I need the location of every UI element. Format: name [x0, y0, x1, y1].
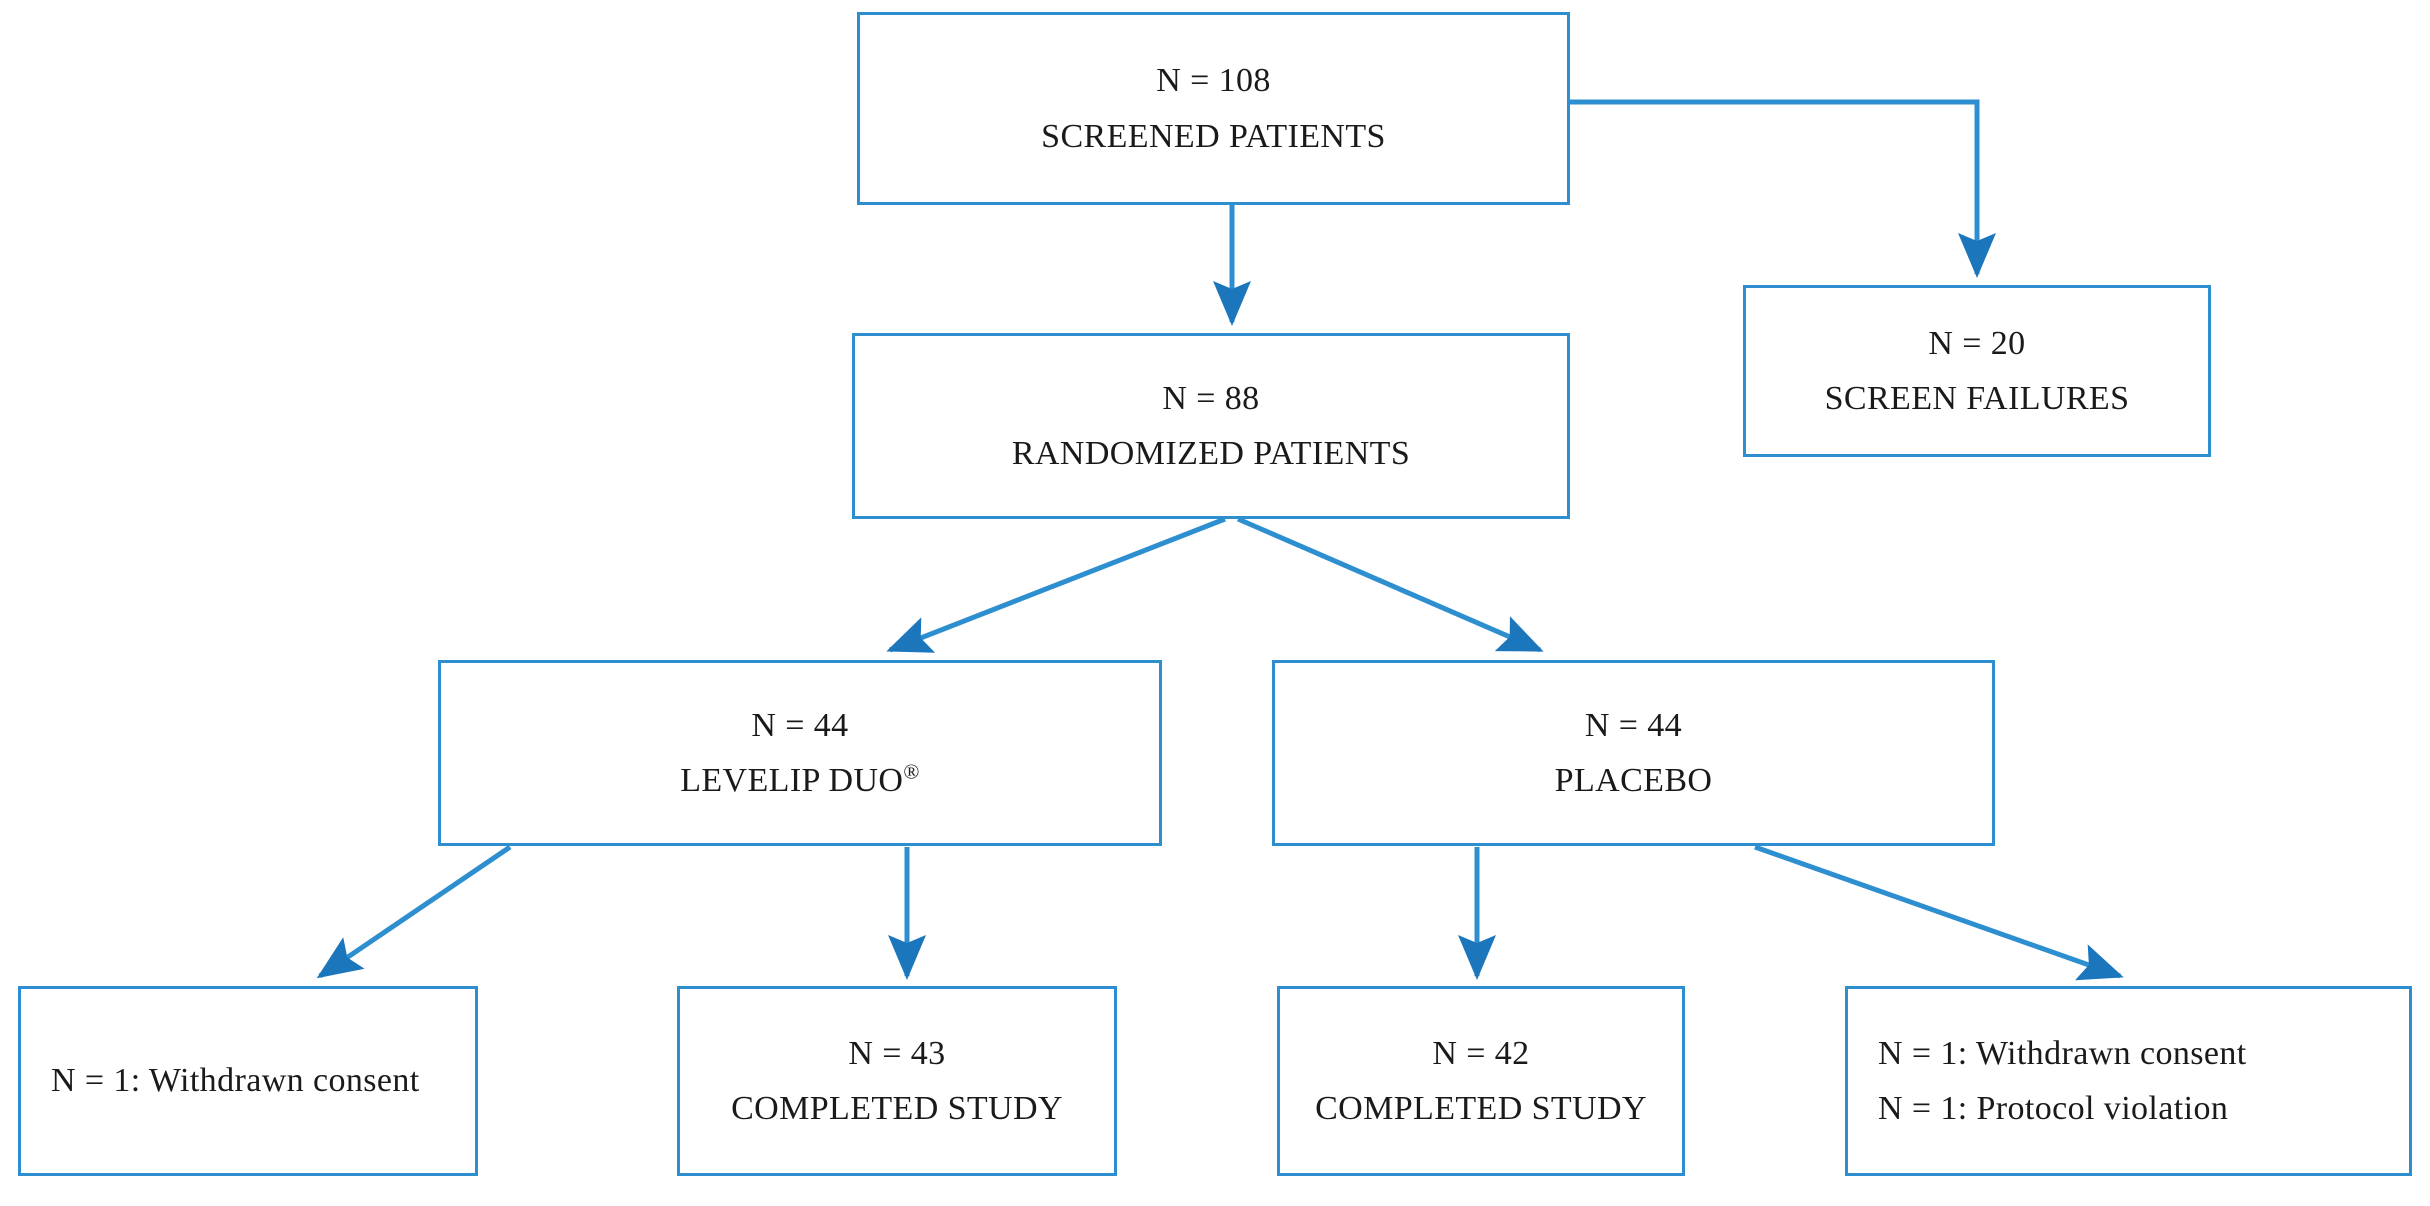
- placebo-completed-study-box-line-1: N = 42: [1432, 1034, 1530, 1072]
- levelip-withdrawn-consent-box-line-1: N = 1: Withdrawn consent: [51, 1062, 420, 1100]
- arrow-screened-to-screen-failures: [1570, 99, 1996, 279]
- placebo-discontinued-box: N = 1: Withdrawn consent N = 1: Protocol …: [1845, 986, 2412, 1176]
- arrow-randomized-to-levelip: [886, 516, 1226, 653]
- placebo-arm-box-line-2: PLACEBO: [1554, 762, 1713, 799]
- randomized-patients-box-line-1: N = 88: [1162, 379, 1260, 417]
- screen-failures-box: N = 20 SCREEN FAILURES: [1743, 285, 2211, 457]
- randomized-patients-box: N = 88 RANDOMIZED PATIENTS: [852, 333, 1570, 519]
- levelip-completed-study-box: N = 43 COMPLETED STUDY: [677, 986, 1117, 1176]
- screened-patients-box-line-1: N = 108: [1156, 62, 1271, 100]
- levelip-completed-study-box-line-1: N = 43: [848, 1034, 946, 1072]
- levelip-completed-study-box-line-2: COMPLETED STUDY: [731, 1090, 1063, 1127]
- levelip-duo-arm-box-line-1: N = 44: [751, 706, 849, 744]
- placebo-completed-study-box-line-2: COMPLETED STUDY: [1315, 1090, 1647, 1127]
- randomized-patients-box-line-2: RANDOMIZED PATIENTS: [1011, 435, 1411, 472]
- levelip-duo-arm-box: N = 44 LEVELIP DUO®: [438, 660, 1162, 846]
- screen-failures-box-line-1: N = 20: [1928, 324, 2026, 362]
- placebo-discontinued-box-line-2: N = 1: Protocol violation: [1878, 1090, 2229, 1127]
- levelip-withdrawn-consent-box: N = 1: Withdrawn consent: [18, 986, 478, 1176]
- arrow-levelip-to-withdrawn: [316, 844, 512, 979]
- arrow-placebo-to-discontinued: [1754, 844, 2124, 981]
- screened-patients-box-line-2: SCREENED PATIENTS: [1041, 117, 1386, 155]
- placebo-discontinued-box-line-1: N = 1: Withdrawn consent: [1878, 1034, 2247, 1072]
- screen-failures-box-line-2: SCREEN FAILURES: [1824, 380, 2130, 417]
- placebo-completed-study-box: N = 42 COMPLETED STUDY: [1277, 986, 1685, 1176]
- arrow-randomized-to-placebo: [1237, 516, 1544, 653]
- placebo-arm-box: N = 44 PLACEBO: [1272, 660, 1995, 846]
- placebo-arm-box-line-1: N = 44: [1584, 706, 1683, 744]
- levelip-duo-arm-box-line-2: LEVELIP DUO®: [680, 759, 920, 799]
